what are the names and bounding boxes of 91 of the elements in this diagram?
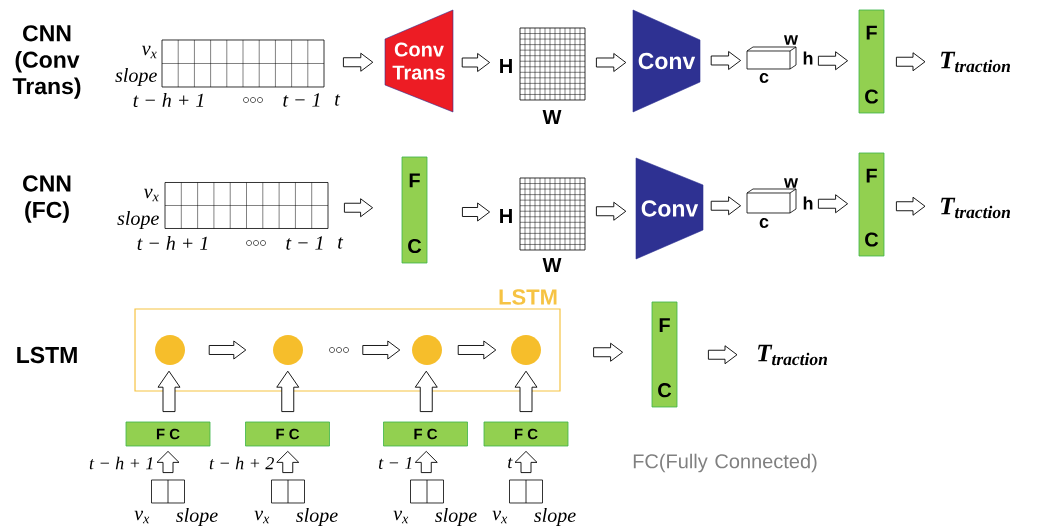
feature-map-grid xyxy=(519,177,586,251)
lstm-box: LSTM xyxy=(134,289,561,392)
block-arrow xyxy=(710,51,742,70)
variable-label: v$_{x}$ xyxy=(254,510,270,524)
time-label: t xyxy=(338,237,344,249)
block-arrow xyxy=(461,53,491,72)
dimension-label: H xyxy=(500,209,512,223)
fc-layer-box: F C xyxy=(483,421,569,447)
variable-label: v$_{x}$ xyxy=(144,188,159,202)
fc-layer-box: F C xyxy=(858,9,885,114)
variable-label: slope xyxy=(534,507,576,527)
dimension-label: h xyxy=(803,196,813,210)
output-label: T$_{traction}$ xyxy=(941,197,1010,219)
block-arrow xyxy=(817,194,849,214)
dimension-label: W xyxy=(542,110,562,124)
conv-block: Conv xyxy=(635,157,704,260)
variable-label: v$_{x}$ xyxy=(492,510,508,524)
block-arrow xyxy=(817,51,849,71)
fc-layer-box: F C xyxy=(858,152,885,257)
conv-block: Conv xyxy=(632,9,701,113)
dimension-label: c xyxy=(759,73,769,83)
block-arrow xyxy=(514,450,538,474)
lstm-cell xyxy=(273,335,303,365)
dimension-label: H xyxy=(500,59,512,73)
block-arrow xyxy=(276,370,300,413)
note-text: FC(Fully Connected) xyxy=(633,453,817,473)
row-title: CNN (FC) xyxy=(23,175,71,223)
lstm-cell xyxy=(511,335,541,365)
block-arrow xyxy=(595,201,627,221)
fc-layer-box: F C xyxy=(383,421,468,447)
time-label: t − h + 1 xyxy=(137,235,208,250)
time-label: t xyxy=(335,94,341,106)
input-cells xyxy=(410,479,444,504)
variable-label: v$_{x}$ xyxy=(142,45,157,59)
dimension-label: W xyxy=(542,258,562,272)
fc-layer-box: F C xyxy=(651,301,678,408)
fc-layer-box: F C xyxy=(245,421,330,447)
block-arrow xyxy=(342,52,374,72)
block-arrow xyxy=(710,196,742,216)
cuboid-drawing xyxy=(746,46,797,70)
block-arrow xyxy=(461,202,491,222)
fc-layer-box: F C xyxy=(401,156,428,264)
block-arrow xyxy=(414,370,438,413)
input-cells xyxy=(509,479,543,504)
feature-map-grid xyxy=(519,27,586,101)
conv-block: Conv Trans xyxy=(384,9,454,113)
row-title: LSTM xyxy=(17,346,77,364)
block-arrow xyxy=(208,340,247,360)
time-label: t − 1 xyxy=(378,456,412,469)
block-arrow xyxy=(414,450,438,474)
block-arrow xyxy=(595,53,627,72)
input-grid xyxy=(161,39,325,88)
block-arrow xyxy=(593,342,624,362)
node-label: LSTM xyxy=(499,289,557,305)
variable-label: slope xyxy=(435,507,477,527)
block-arrow xyxy=(895,52,926,72)
block-arrow xyxy=(343,198,374,218)
variable-label: slope xyxy=(117,210,159,230)
fc-layer-box: F C xyxy=(125,421,211,447)
lstm-cell xyxy=(155,335,185,365)
dimension-label: w xyxy=(783,178,799,188)
output-label: T$_{traction}$ xyxy=(758,344,827,366)
output-label: T$_{traction}$ xyxy=(941,51,1010,73)
block-arrow xyxy=(707,345,738,365)
input-cells xyxy=(271,479,305,504)
dimension-label: c xyxy=(759,218,769,228)
variable-label: v$_{x}$ xyxy=(393,510,409,524)
block-arrow xyxy=(895,196,926,216)
block-arrow xyxy=(157,370,181,413)
variable-label: slope xyxy=(176,507,218,527)
variable-label: slope xyxy=(115,67,157,87)
time-label: t − 1 xyxy=(286,236,323,250)
input-grid xyxy=(164,182,329,229)
block-arrow xyxy=(514,370,538,413)
block-arrow xyxy=(362,340,401,360)
block-arrow xyxy=(276,450,300,474)
time-label: t − h + 2 xyxy=(209,456,274,470)
time-label: t − h + 1 xyxy=(133,92,204,108)
time-label: t − 1 xyxy=(283,93,320,107)
time-label: t − h + 1 xyxy=(89,456,153,470)
lstm-cell xyxy=(412,335,442,365)
dimension-label: h xyxy=(803,51,813,65)
dimension-label: w xyxy=(783,35,799,45)
block-arrow xyxy=(457,340,497,360)
variable-label: v$_{x}$ xyxy=(134,510,150,524)
time-label: t xyxy=(508,457,513,469)
row-title: CNN (Conv Trans) xyxy=(12,25,81,99)
input-cells xyxy=(151,479,185,504)
variable-label: slope xyxy=(296,507,338,527)
cuboid-drawing xyxy=(746,188,797,214)
block-arrow xyxy=(156,450,180,474)
